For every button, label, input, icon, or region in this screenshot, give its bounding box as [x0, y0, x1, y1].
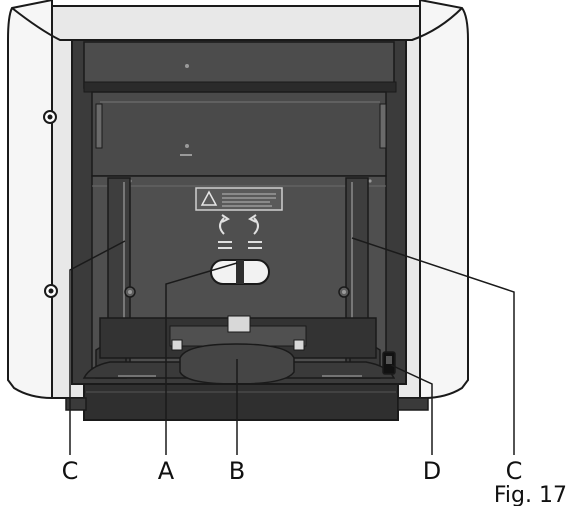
side-screw-lower: [44, 284, 58, 298]
housing-left-side: [7, 0, 53, 400]
guide-marks: [218, 241, 262, 249]
callout-b: B: [229, 457, 245, 485]
warning-triangle-icon: [200, 190, 218, 206]
leader-line-d: [390, 364, 433, 455]
callout-a: A: [158, 457, 175, 485]
leader-lines: [69, 237, 515, 455]
warning-label: [195, 187, 283, 211]
part-a-knob: [210, 259, 270, 285]
part-d-switch: [382, 351, 396, 375]
panel-screw-right: [338, 286, 350, 298]
side-screw-upper: [43, 110, 57, 124]
callout-c-right: C: [506, 457, 523, 485]
housing-right-side: [419, 0, 469, 399]
figure-label: Fig. 17: [494, 483, 567, 506]
leader-line-c-left: [69, 240, 126, 455]
callout-c-left: C: [62, 457, 79, 485]
top-output-area: [83, 41, 397, 177]
callout-d: D: [423, 457, 441, 485]
leader-line-a: [165, 262, 238, 455]
leader-line-c-right: [351, 237, 515, 455]
panel-screw-left: [124, 286, 136, 298]
machine-base: [65, 383, 429, 421]
rotate-arrows-icon: [219, 214, 259, 235]
